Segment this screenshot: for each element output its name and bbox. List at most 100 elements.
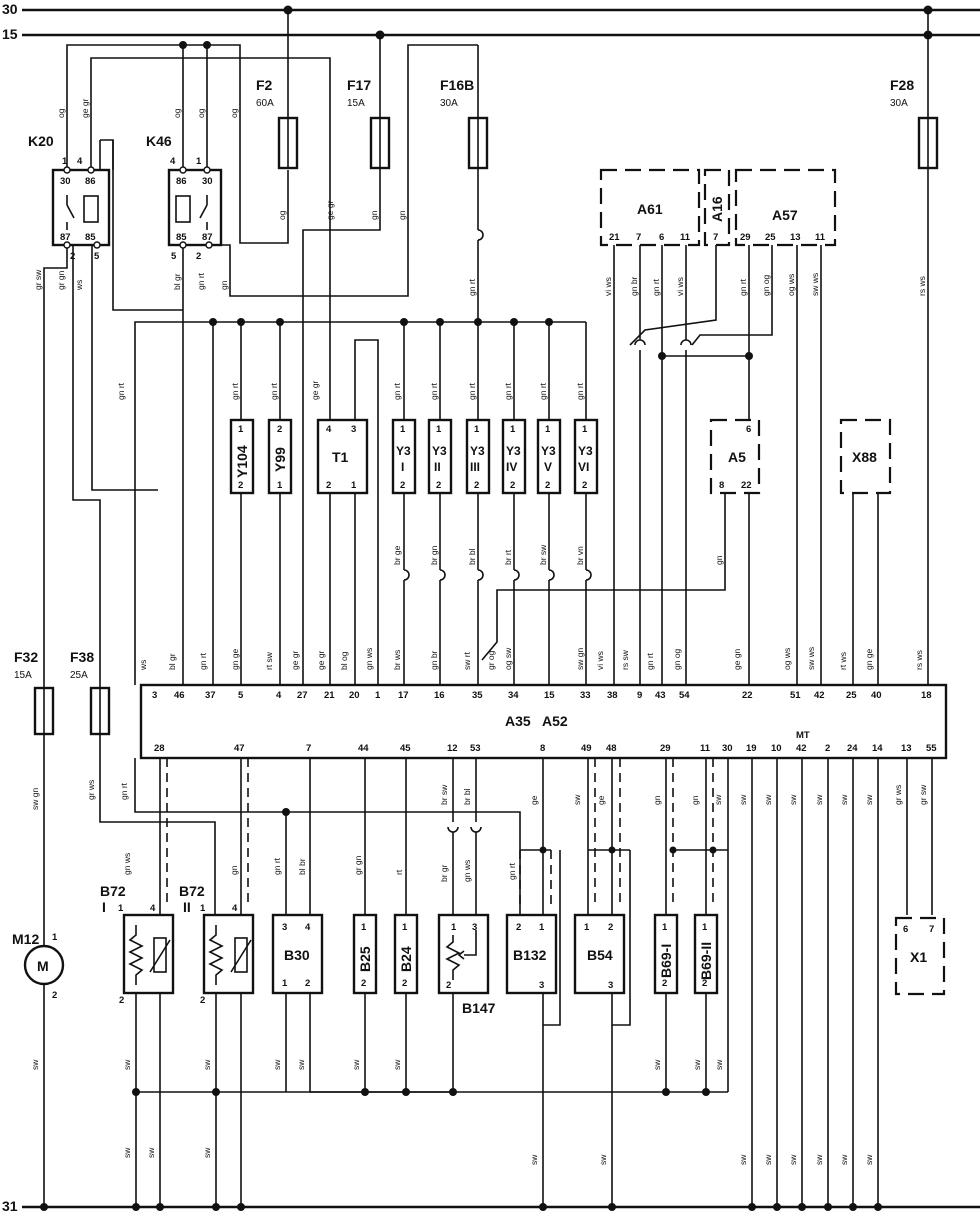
- pin-label: 19: [746, 743, 757, 754]
- pin-label: 4: [77, 156, 83, 167]
- sensor-b30: 3 4 1 2 B30: [271, 913, 324, 995]
- junction: [212, 1088, 220, 1096]
- pin-label: 33: [580, 690, 591, 701]
- wire-color: gn rt: [507, 862, 517, 880]
- pin-label: 85: [85, 232, 96, 243]
- wire-color: br sw: [439, 784, 449, 805]
- pin-label: 22: [742, 690, 753, 701]
- component-y3-iv: 1 2 Y3 IV: [501, 418, 527, 495]
- wire-color: br sw: [538, 544, 548, 565]
- pin-label: 6: [903, 924, 908, 935]
- wire-color: br bl: [467, 548, 477, 565]
- pin-label: 42: [796, 743, 807, 754]
- pin-label: 2: [582, 480, 587, 491]
- wire-color: ge gr: [316, 650, 326, 670]
- pin-label: 37: [205, 690, 216, 701]
- pin-label: 35: [472, 690, 483, 701]
- wire-color: gn rt: [392, 382, 402, 400]
- wire-color: gr sw: [918, 784, 928, 805]
- junction: [745, 352, 753, 360]
- wire-color: sw: [814, 1154, 824, 1165]
- wire-color: gn rt: [119, 782, 129, 800]
- pin-label: 11: [700, 743, 711, 754]
- pin-label: 4: [326, 424, 332, 435]
- pin-label: 4: [150, 903, 156, 914]
- pin-label: 2: [825, 743, 830, 754]
- fuse-f2-rating: 60A: [256, 98, 274, 109]
- wire-color: gn: [714, 555, 724, 565]
- wire-color: vi ws: [675, 277, 685, 296]
- wire-color: sw: [763, 1154, 773, 1165]
- wire-color: sw: [788, 794, 798, 805]
- wire-color: vi ws: [595, 651, 605, 670]
- component-t1-label: T1: [332, 449, 349, 465]
- pin-label: 48: [606, 743, 617, 754]
- relay-k20-label: K20: [28, 133, 54, 149]
- pin-label: 4: [276, 690, 282, 701]
- pin-label: 3: [351, 424, 356, 435]
- pin-label: 2: [662, 978, 667, 989]
- module-a5-label: A5: [728, 449, 746, 465]
- ecu-label-a52: A52: [542, 713, 568, 729]
- wire-color: gn rt: [269, 382, 279, 400]
- wire-color: rs ws: [917, 276, 927, 296]
- pin-label: 86: [176, 176, 187, 187]
- wire-color: og: [172, 108, 182, 118]
- fuse-f16b: F16B 30A: [440, 77, 489, 170]
- wire-color: og: [56, 108, 66, 118]
- wire-color: sw: [122, 1147, 132, 1158]
- junction: [662, 1088, 670, 1096]
- wire-color: sw: [814, 794, 824, 805]
- pin-label: 1: [400, 424, 406, 435]
- wire-color: ge gr: [290, 650, 300, 670]
- relay-k20: K20 1 4 30 86 87 85 2 5: [28, 133, 111, 262]
- wire-color: gn: [690, 795, 700, 805]
- component-y3-v-label: Y3: [541, 444, 556, 458]
- pin-label: 1: [238, 424, 244, 435]
- junction: [669, 846, 677, 854]
- pin-label: 3: [472, 922, 477, 933]
- wire-color: gn rt: [538, 382, 548, 400]
- wire-color: og ws: [786, 274, 796, 296]
- pin-label: 2: [196, 251, 201, 262]
- wire-color: sw: [864, 794, 874, 805]
- wire-color: gn: [652, 795, 662, 805]
- pin-label: 22: [741, 480, 752, 491]
- wire-color: sw: [272, 1059, 282, 1070]
- wire-color: sw: [30, 1059, 40, 1070]
- pin-label: 2: [238, 480, 243, 491]
- wire-color: gn: [369, 210, 379, 220]
- pin-label: 2: [402, 978, 407, 989]
- wire-color: br gn: [429, 545, 439, 565]
- wire-color: rt: [394, 869, 404, 875]
- wire-color: gr ws: [86, 780, 96, 800]
- pin-label: 8: [719, 480, 724, 491]
- junction: [539, 846, 547, 854]
- pin-label: 2: [510, 480, 515, 491]
- sensor-b30-label: B30: [284, 947, 310, 963]
- wire-color: gn: [219, 280, 229, 290]
- pin-label: 2: [436, 480, 441, 491]
- wire-color: gn rt: [272, 857, 282, 875]
- wire-color: bl og: [339, 651, 349, 670]
- pin-label: 7: [713, 232, 718, 243]
- wire-color: gn br: [429, 650, 439, 670]
- pin-label: 1: [436, 424, 442, 435]
- wire-color: sw: [392, 1059, 402, 1070]
- component-y3-iii-roman: III: [470, 460, 480, 474]
- pin-label: 12: [447, 743, 458, 754]
- component-y3-i-label: Y3: [396, 444, 411, 458]
- wire-color: og: [229, 108, 239, 118]
- motor-m12-label: M12: [12, 931, 39, 947]
- module-a16-label: A16: [709, 196, 725, 222]
- wire-color: ge: [596, 795, 606, 805]
- fuse-f28-rating: 30A: [890, 98, 908, 109]
- junction: [608, 846, 616, 854]
- wire-color: gn: [229, 865, 239, 875]
- pin-label: 1: [662, 922, 668, 933]
- junction: [658, 352, 666, 360]
- junction: [849, 1203, 857, 1211]
- module-a5: A5 6 8 22: [709, 418, 761, 495]
- sensor-b72-ii-label: B72: [179, 883, 205, 899]
- junction: [203, 41, 211, 49]
